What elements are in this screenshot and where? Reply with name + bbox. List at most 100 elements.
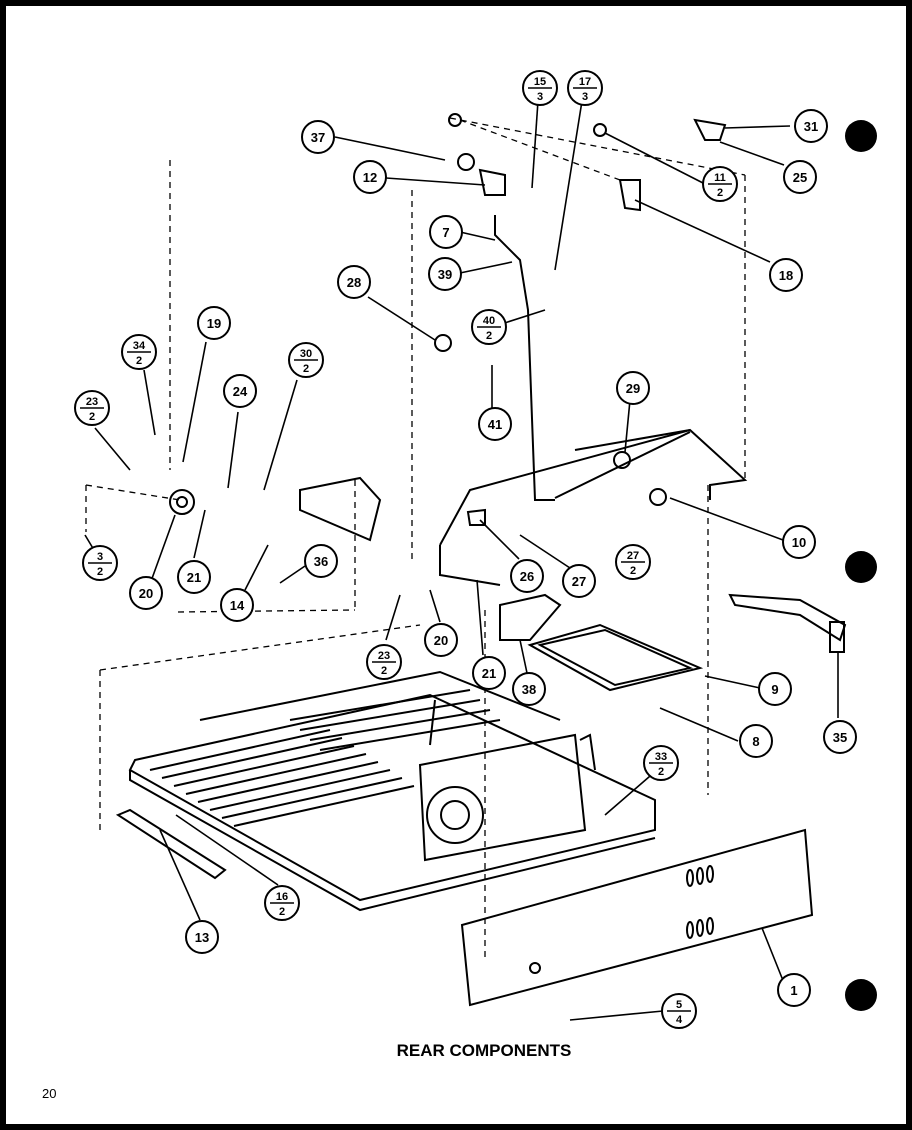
timer-knob	[169, 489, 195, 515]
binder-hole	[845, 979, 877, 1011]
callout-circle	[616, 371, 650, 405]
bracket-13	[115, 808, 227, 880]
callout-c24: 24	[223, 374, 257, 408]
callout-number: 21	[482, 666, 496, 681]
callout-numerator: 27	[627, 550, 639, 562]
callout-circle	[823, 720, 857, 754]
callout-circle	[129, 576, 163, 610]
callout-circle	[782, 525, 816, 559]
callout-circle	[185, 920, 219, 954]
cabinet-rear-panel	[439, 428, 748, 586]
callout-numerator: 30	[300, 348, 312, 360]
page-number: 20	[42, 1086, 56, 1101]
callout-c40: 402	[471, 309, 507, 345]
bracket-12	[478, 168, 506, 196]
callout-denominator: 2	[486, 330, 492, 342]
callout-number: 37	[311, 130, 325, 145]
callout-number: 31	[804, 119, 818, 134]
callout-denominator: 3	[582, 91, 588, 103]
callout-c18: 18	[769, 258, 803, 292]
callout-denominator: 2	[630, 565, 636, 577]
condenser-coils	[149, 689, 501, 827]
page-border-notch	[22, 10, 898, 1120]
callout-denominator: 2	[136, 355, 142, 367]
callout-number: 29	[626, 381, 640, 396]
callout-c19: 19	[197, 306, 231, 340]
callout-circle	[223, 374, 257, 408]
callout-c25: 25	[783, 160, 817, 194]
callout-c20a: 20	[129, 576, 163, 610]
callout-circle	[478, 407, 512, 441]
callout-numerator: 23	[86, 396, 98, 408]
callout-circle	[177, 560, 211, 594]
control-box	[299, 476, 382, 542]
fan-motor-mount	[457, 153, 475, 171]
grommet-10	[649, 488, 667, 506]
callout-circle	[424, 623, 458, 657]
callout-circle	[301, 120, 335, 154]
callout-numerator: 33	[655, 751, 667, 763]
bushing-28	[434, 334, 452, 352]
callout-denominator: 2	[303, 363, 309, 375]
callout-numerator: 11	[714, 172, 726, 184]
callout-circle	[758, 672, 792, 706]
callout-numerator: 40	[483, 315, 495, 327]
tube-7	[494, 215, 555, 501]
callout-c37: 37	[301, 120, 335, 154]
rear-access-panel	[460, 828, 814, 1007]
callout-numerator: 34	[133, 340, 146, 352]
callout-c23a: 232	[74, 390, 110, 426]
callout-c28: 28	[337, 265, 371, 299]
callout-c36: 36	[304, 544, 338, 578]
binder-hole	[845, 120, 877, 152]
grommet	[448, 113, 462, 127]
callout-number: 20	[139, 586, 153, 601]
callout-c9: 9	[758, 672, 792, 706]
callout-number: 26	[520, 569, 534, 584]
callout-denominator: 3	[537, 91, 543, 103]
callout-circle	[769, 258, 803, 292]
callout-circle	[562, 564, 596, 598]
bracket-38	[499, 593, 562, 641]
callout-number: 38	[522, 682, 536, 697]
callout-c12: 12	[353, 160, 387, 194]
valve-18	[618, 179, 641, 212]
callout-number: 24	[233, 384, 248, 399]
callout-circle	[337, 265, 371, 299]
callout-c41: 41	[478, 407, 512, 441]
callout-c11: 112	[702, 166, 738, 202]
callout-circle	[429, 215, 463, 249]
callout-circle	[510, 559, 544, 593]
callout-bubbles: 1325478910112121314153162173181920202121…	[74, 70, 857, 1029]
callout-c1: 1	[777, 973, 811, 1007]
callout-numerator: 16	[276, 891, 288, 903]
callout-c23b: 232	[366, 644, 402, 680]
callout-denominator: 2	[279, 906, 285, 918]
callout-number: 18	[779, 268, 793, 283]
callout-numerator: 15	[534, 76, 546, 88]
callout-denominator: 2	[717, 187, 723, 199]
callout-circle	[353, 160, 387, 194]
callout-numerator: 23	[378, 650, 390, 662]
callout-c31: 31	[794, 109, 828, 143]
callout-circle	[472, 656, 506, 690]
callout-denominator: 4	[676, 1014, 683, 1026]
callout-c8: 8	[739, 724, 773, 758]
callout-circle	[739, 724, 773, 758]
nut-11	[593, 123, 607, 137]
callout-c7: 7	[429, 215, 463, 249]
callout-circle	[783, 160, 817, 194]
callout-circle	[512, 672, 546, 706]
callout-number: 36	[314, 554, 328, 569]
callout-numerator: 3	[97, 551, 103, 563]
callout-number: 10	[792, 535, 806, 550]
callout-number: 35	[833, 730, 847, 745]
callout-denominator: 2	[658, 766, 664, 778]
callout-denominator: 2	[89, 411, 95, 423]
callout-c27: 27	[562, 564, 596, 598]
callout-number: 9	[771, 682, 778, 697]
callout-number: 19	[207, 316, 221, 331]
callout-number: 27	[572, 574, 586, 589]
callout-circle	[220, 588, 254, 622]
